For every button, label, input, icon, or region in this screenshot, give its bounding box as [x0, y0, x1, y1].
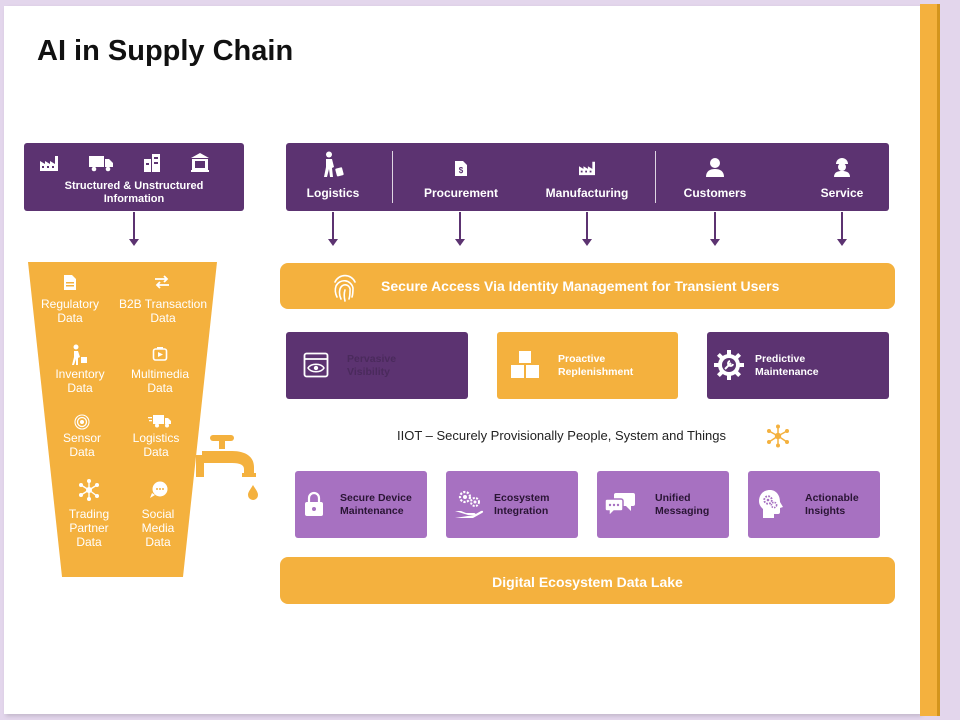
- truck-icon: [89, 156, 113, 172]
- page-title: AI in Supply Chain: [37, 35, 294, 67]
- sources-box: Structured & Unstructured Information: [24, 143, 244, 211]
- data-funnel: [28, 262, 217, 577]
- funnel-label-inventory: Inventory Data: [55, 367, 105, 395]
- capability-card-pervasive-visibility: Pervasive Visibility: [286, 332, 468, 399]
- factory-icon: [40, 156, 58, 171]
- boxes-icon: [511, 351, 539, 378]
- buildings-icon: [144, 154, 160, 172]
- service-card-ecosystem: Ecosystem Integration: [446, 471, 578, 538]
- category-label-procurement: Procurement: [423, 186, 499, 200]
- funnel-label-b2b: B2B Transaction Data: [118, 297, 208, 325]
- funnel-label-sensor: Sensor Data: [62, 431, 102, 459]
- service-card-unified-messaging: Unified Messaging: [597, 471, 729, 538]
- faucet-icon: [196, 435, 258, 500]
- hand-gears-icon: [455, 490, 484, 518]
- factory-icon: [579, 161, 595, 176]
- arrow-down: [837, 212, 847, 246]
- service-label-secure-device: Secure Device Maintenance: [340, 492, 412, 517]
- document-dollar-icon: $: [455, 161, 467, 176]
- sources-box-label: Structured & Unstructured Information: [64, 180, 204, 205]
- category-label-logistics: Logistics: [306, 186, 360, 200]
- iiot-text: IIOT – Securely Provisionally People, Sy…: [397, 428, 727, 443]
- arrow-down: [710, 212, 720, 246]
- service-label-ecosystem: Ecosystem Integration: [494, 492, 550, 517]
- capability-card-predictive-maintenance: Predictive Maintenance: [707, 332, 889, 399]
- exchange-arrows-icon: [155, 275, 169, 289]
- capability-label-proactive: Proactive Replenishment: [558, 353, 634, 378]
- data-lake-label: Digital Ecosystem Data Lake: [492, 574, 683, 590]
- arrow-down: [455, 212, 465, 246]
- arrow-down: [129, 212, 139, 246]
- service-card-actionable-insights: Actionable Insights: [748, 471, 880, 538]
- fingerprint-icon: [334, 274, 356, 302]
- category-divider: [392, 151, 393, 203]
- categories-bar: $ Logistics Procurement Manufacturing Cu…: [286, 143, 889, 211]
- browser-eye-icon: [303, 352, 329, 378]
- lock-icon: [305, 491, 323, 516]
- delivery-truck-icon: [148, 415, 171, 428]
- accent-stripe: [920, 4, 940, 716]
- data-lake-banner: Digital Ecosystem Data Lake: [280, 557, 895, 604]
- document-icon: [64, 275, 76, 290]
- category-divider: [655, 151, 656, 203]
- arrow-down: [328, 212, 338, 246]
- gear-wrench-icon: [714, 350, 744, 380]
- capability-label-predictive: Predictive Maintenance: [755, 353, 819, 378]
- arrow-down: [582, 212, 592, 246]
- person-cart-icon: [72, 344, 87, 365]
- service-label-unified-messaging: Unified Messaging: [655, 492, 710, 517]
- funnel-label-regulatory: Regulatory Data: [40, 297, 100, 325]
- svg-text:$: $: [459, 166, 464, 175]
- funnel-label-trading-partner: Trading Partner Data: [68, 507, 110, 549]
- category-label-service: Service: [820, 186, 864, 200]
- network-icon: [79, 479, 99, 501]
- service-card-secure-device: Secure Device Maintenance: [295, 471, 427, 538]
- customer-icon: [706, 158, 724, 177]
- category-label-manufacturing: Manufacturing: [545, 186, 629, 200]
- chat-bubbles-icon: [604, 493, 635, 517]
- funnel-label-logistics: Logistics Data: [132, 431, 180, 459]
- multimedia-icon: [152, 347, 168, 361]
- bank-icon: [191, 153, 209, 172]
- secure-access-label: Secure Access Via Identity Management fo…: [381, 278, 780, 294]
- person-with-luggage-icon: [324, 151, 344, 177]
- hub-network-icon: [767, 424, 789, 448]
- capability-card-proactive-replenishment: Proactive Replenishment: [497, 332, 678, 399]
- service-worker-icon: [834, 158, 850, 177]
- capability-label-pervasive: Pervasive Visibility: [347, 353, 397, 378]
- chat-bubble-icon: [150, 481, 168, 498]
- funnel-label-social-media: Social Media Data: [141, 507, 175, 549]
- category-label-customers: Customers: [683, 186, 747, 200]
- accent-stripe-shadow: [937, 4, 940, 716]
- service-label-actionable-insights: Actionable Insights: [805, 492, 859, 517]
- funnel-label-multimedia: Multimedia Data: [130, 367, 190, 395]
- secure-access-banner: Secure Access Via Identity Management fo…: [280, 263, 895, 309]
- head-gears-icon: [759, 490, 783, 518]
- sensor-icon: [74, 414, 90, 430]
